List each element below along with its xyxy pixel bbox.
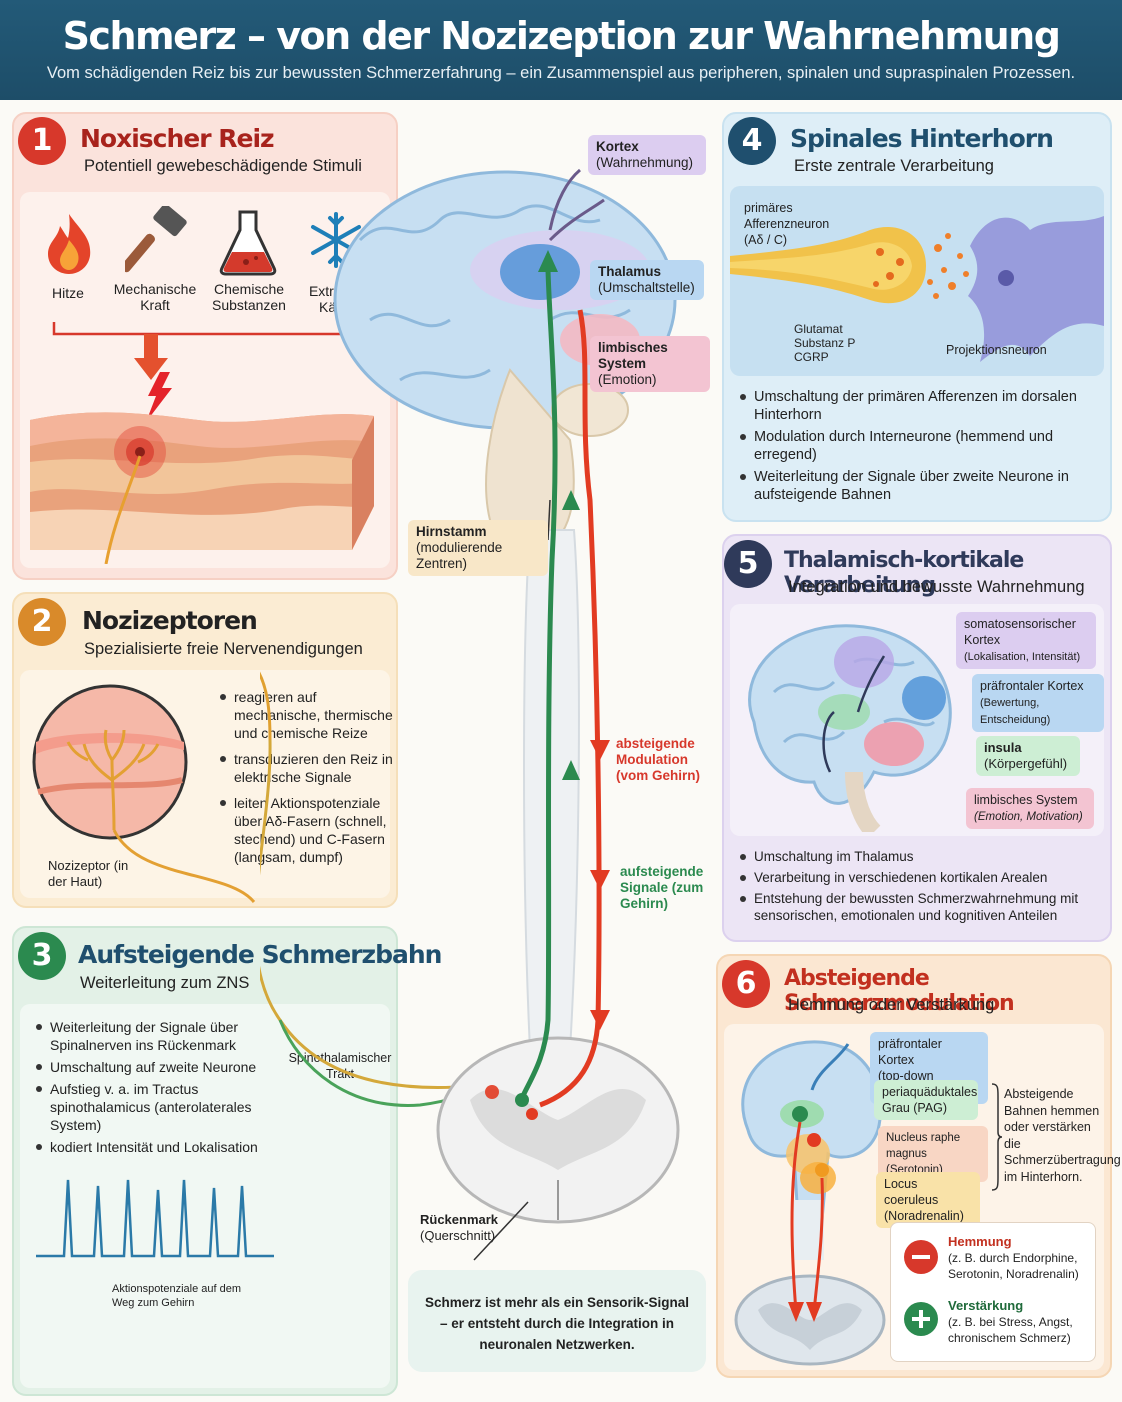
panel-1-subtitle: Potentiell gewebeschädigende Stimuli [84,157,362,175]
bullet-4-2: Modulation durch Interneurone (hemmend u… [738,428,1098,464]
bullet-5-3: Entstehung der bewussten Schmerzwahrnehm… [738,890,1098,924]
panel-2-bullets: reagieren auf mechanische, thermische un… [218,688,394,870]
hammer-icon [125,206,187,273]
flask-icon [219,210,277,276]
legend-amplification: Verstärkung(z. B. bei Stress, Angst, chr… [948,1298,1073,1345]
bullet-3-3: Aufstieg v. a. im Tractus spinothalamicu… [34,1080,284,1134]
legend-inhibition: Hemmung(z. B. durch Endorphine, Serotoni… [948,1234,1079,1281]
label-insula: insula(Körpergefühl) [976,736,1080,776]
step-number-3: 3 [18,932,66,980]
label-descending-modulation: absteigende Modulation (vom Gehirn) [616,736,701,783]
page-title: Schmerz – von der Nozizeption zur Wahrne… [62,14,1061,58]
bullet-4-1: Umschaltung der primären Afferenzen im d… [738,388,1098,424]
step-number-6: 6 [722,960,770,1008]
header-banner: Schmerz – von der Nozizeption zur Wahrne… [0,0,1122,100]
step-number-1: 1 [18,117,66,165]
panel-6-title: Absteigende Schmerzmodulation [784,966,1015,1016]
synapse-illustration [730,216,1104,362]
skin-illustration [30,412,374,564]
minus-icon [904,1240,938,1274]
bullet-3-1: Weiterleitung der Signale über Spinalner… [34,1018,284,1054]
stimulus-chemical: Chemische Substanzen [212,281,286,313]
label-spinal-cord: Rückenmark(Querschnitt) [420,1212,499,1243]
panel-4-title: Spinales Hinterhorn [790,124,1054,153]
summary-note-box [408,1270,706,1372]
nociceptor-illustration [32,684,256,903]
label-kortex: Kortex(Wahrnehmung) [588,135,706,175]
panel-2-subtitle: Spezialisierte freie Nervenendigungen [84,640,363,658]
panel-4-bullets: Umschaltung der primären Afferenzen im d… [738,388,1098,508]
side-note-bracket [991,1083,1002,1191]
step-number-4: 4 [728,117,776,165]
nociceptor-label: Nozizeptor (in der Haut) [48,858,129,889]
label-pag: periaquäduktales Grau (PAG) [874,1080,978,1120]
flame-icon [48,214,91,274]
panel-4-subtitle: Erste zentrale Verarbeitung [794,157,994,175]
panel-2-title: Nozizeptoren [82,606,258,635]
step-number-2: 2 [18,598,66,646]
bullet-3-2: Umschaltung auf zweite Neurone [34,1058,284,1076]
panel-3-title: Aufsteigende Schmerzbahn [78,940,442,969]
modulation-illustration [734,1040,886,1366]
panel-5-bullets: Umschaltung im Thalamus Verarbeitung in … [738,848,1098,928]
panel-5-title: Thalamisch-kortikale Verarbeitung [784,548,1024,598]
label-thalamus: Thalamus(Umschaltstelle) [590,260,704,300]
bullet-2-2: transduzieren den Reiz in elektrische Si… [218,750,394,786]
page-subtitle: Vom schädigenden Reiz bis zur bewussten … [46,64,1076,82]
step-number-5: 5 [724,540,772,588]
panel-3-subtitle: Weiterleitung zum ZNS [80,974,250,992]
label-brainstem: Hirnstamm(modulierende Zentren) [408,520,548,576]
bullet-2-1: reagieren auf mechanische, thermische un… [218,688,394,742]
panel-1-title: Noxischer Reiz [80,124,275,153]
stimulus-mechanical: Mechanische Kraft [113,281,197,313]
panel-6-subtitle: Hemmung oder Verstärkung [788,996,995,1014]
label-projection-neuron: Projektionsneuron [946,343,1047,357]
bullet-3-4: kodiert Intensität und Lokalisation [34,1138,284,1156]
cortex-illustration [748,624,952,832]
action-potential-label: Aktionspotenziale auf dem Weg zum Gehirn [112,1283,242,1309]
side-note: Absteigende Bahnen hemmen oder verstärke… [1004,1087,1121,1184]
label-somatosensory-cortex: somatosensorischer Kortex(Lokalisation, … [956,612,1096,669]
ascending-box [20,1004,390,1388]
bullet-5-2: Verarbeitung in verschiedenen kortikalen… [738,869,1098,886]
label-locus-coeruleus: Locus coeruleus(Noradrenalin) [876,1172,980,1228]
action-potential-trace [36,1179,274,1258]
summary-note: Schmerz ist mehr als ein Sensorik-Signal… [424,1295,690,1352]
label-transmitters: Glutamat Substanz P CGRP [794,322,856,364]
bullet-4-3: Weiterleitung der Signale über zweite Ne… [738,468,1098,504]
label-prefrontal-cortex: präfrontaler Kortex(Bewertung, Entscheid… [972,674,1104,732]
label-primary-afferent: primäres Afferenzneuron (Aδ / C) [744,201,830,247]
label-ascending-signals: aufsteigende Signale (zum Gehirn) [620,864,704,911]
panel-5-subtitle: Integration und bewusste Wahrnehmung [788,578,1085,596]
label-limbic-system: limbisches System(Emotion) [590,336,710,392]
label-limbic-system-5: limbisches System(Emotion, Motivation) [966,788,1094,829]
panel-3-bullets: Weiterleitung der Signale über Spinalner… [34,1018,284,1160]
bullet-5-1: Umschaltung im Thalamus [738,848,1098,865]
plus-icon [904,1302,938,1336]
stimulus-heat: Hitze [52,285,84,301]
